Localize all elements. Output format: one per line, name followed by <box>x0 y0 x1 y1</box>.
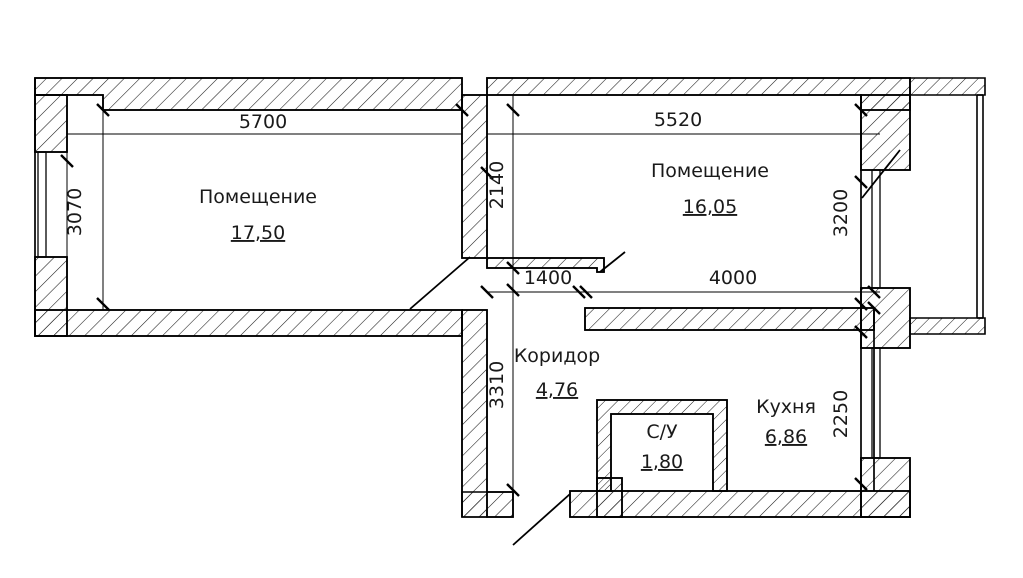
room-labels: Помещение 17,50 Помещение 16,05 Коридор … <box>199 160 816 473</box>
door-leader-left-room <box>409 256 471 310</box>
dimension-text-dim-5520: 5520 <box>654 109 702 131</box>
room-label-room-left-area: 17,50 <box>231 222 285 244</box>
wall-right-mid <box>860 287 911 349</box>
wall-left-upper <box>34 94 68 153</box>
balcony-slab <box>909 77 986 96</box>
room-label-bathroom-area: 1,80 <box>641 451 683 473</box>
dimension-text-dim-3200: 3200 <box>830 189 852 237</box>
balcony-slab-bottom <box>909 317 986 335</box>
balcony-right <box>909 77 986 335</box>
wall-corridor-west <box>461 309 488 518</box>
room-label-corridor-name: Коридор <box>514 345 600 367</box>
dimension-text-dim-2140: 2140 <box>486 161 508 209</box>
dimension-ticks <box>60 103 881 497</box>
wall-top-right <box>486 77 911 111</box>
wall-right-upper <box>860 94 911 171</box>
dimension-texts: 5700 5520 3070 2140 3200 1400 4000 3310 … <box>64 109 852 438</box>
room-label-bathroom-name: С/У <box>646 421 678 443</box>
structural-walls <box>34 77 911 518</box>
dimension-text-dim-5700: 5700 <box>239 111 287 133</box>
room-label-room-left-name: Помещение <box>199 186 317 208</box>
window-left <box>37 151 47 258</box>
dimension-text-dim-4000: 4000 <box>709 267 757 289</box>
wall-right-room-bottom <box>584 307 875 331</box>
room-label-room-right-name: Помещение <box>651 160 769 182</box>
door-leader-bathroom <box>512 493 571 546</box>
door-leader-lines <box>409 149 901 546</box>
dimension-lines <box>66 95 880 500</box>
dimension-text-dim-2250: 2250 <box>830 390 852 438</box>
dimension-text-dim-3070: 3070 <box>64 188 86 236</box>
window-right-room <box>871 169 881 289</box>
door-leader-corridor <box>599 251 626 273</box>
dimension-text-dim-3310: 3310 <box>486 361 508 409</box>
room-label-kitchen-area: 6,86 <box>765 426 807 448</box>
wall-center-upper <box>461 94 488 259</box>
dimension-text-dim-1400: 1400 <box>524 267 572 289</box>
wall-left-room-bottom <box>34 309 463 337</box>
room-label-corridor-area: 4,76 <box>536 379 578 401</box>
room-label-room-right-area: 16,05 <box>683 196 737 218</box>
door-leader-right-room <box>861 149 901 199</box>
room-label-kitchen-name: Кухня <box>756 396 816 418</box>
